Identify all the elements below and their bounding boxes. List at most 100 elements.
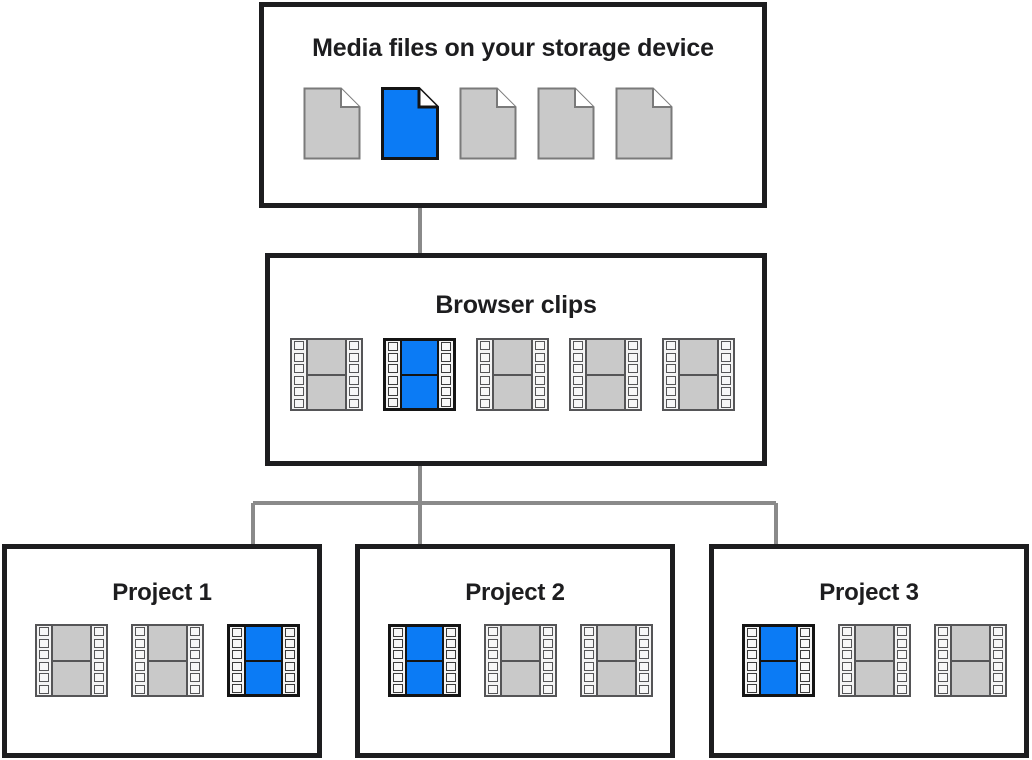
sprocket-hole xyxy=(388,397,398,407)
sprocket-hole xyxy=(349,364,359,374)
project-1-title: Project 1 xyxy=(112,579,212,606)
sprocket-hole xyxy=(285,639,295,649)
film-clip-icon[interactable] xyxy=(484,624,557,697)
sprocket-hole xyxy=(285,672,295,682)
sprocket-hole xyxy=(480,341,490,350)
film-clip-icon[interactable] xyxy=(569,338,642,411)
film-clip-icon[interactable] xyxy=(131,624,204,697)
sprocket-hole xyxy=(488,650,498,660)
sprocket-hole xyxy=(388,364,398,374)
sprocket-hole xyxy=(639,638,649,648)
film-clip-body xyxy=(678,340,719,409)
film-frame-top xyxy=(308,340,345,376)
film-sprockets xyxy=(391,627,405,694)
film-clip-icon[interactable] xyxy=(35,624,108,697)
sprocket-hole xyxy=(232,661,242,671)
film-clip-icon[interactable] xyxy=(934,624,1007,697)
sprocket-hole xyxy=(993,650,1003,660)
sprocket-hole xyxy=(480,352,490,362)
film-sprockets xyxy=(745,627,759,694)
film-clip-icon[interactable] xyxy=(290,338,363,411)
sprocket-hole xyxy=(488,684,498,694)
sprocket-hole xyxy=(639,627,649,636)
film-sprockets xyxy=(133,626,147,695)
film-frame-top xyxy=(53,626,90,662)
film-clip-toy1-icon[interactable] xyxy=(388,624,461,697)
sprocket-hole xyxy=(488,638,498,648)
sprocket-hole xyxy=(747,650,757,660)
sprocket-hole xyxy=(393,650,403,660)
document-file-icon[interactable] xyxy=(615,87,673,160)
film-clip-icon[interactable] xyxy=(580,624,653,697)
film-clip-icon[interactable] xyxy=(838,624,911,697)
document-file-icon[interactable] xyxy=(303,87,361,160)
sprocket-hole xyxy=(488,673,498,683)
sprocket-hole xyxy=(39,638,49,648)
sprocket-hole xyxy=(388,353,398,363)
sprocket-hole xyxy=(639,673,649,683)
sprocket-hole xyxy=(388,375,398,385)
film-clip-body xyxy=(147,626,188,695)
film-sprockets xyxy=(486,626,500,695)
film-frame-top xyxy=(598,626,635,662)
sprocket-hole xyxy=(441,386,451,396)
sprocket-hole xyxy=(349,398,359,408)
film-frame-bottom xyxy=(53,662,90,696)
film-clip-icon[interactable] xyxy=(662,338,735,411)
film-sprockets xyxy=(533,340,547,409)
project-3-clips-row xyxy=(742,624,1007,697)
film-clip-toy1-icon[interactable] xyxy=(742,624,815,697)
sprocket-hole xyxy=(135,661,145,671)
sprocket-hole xyxy=(349,387,359,397)
sprocket-hole xyxy=(446,639,456,649)
sprocket-hole xyxy=(441,353,451,363)
sprocket-hole xyxy=(628,352,638,362)
sprocket-hole xyxy=(294,375,304,385)
sprocket-hole xyxy=(94,627,104,636)
document-file-icon[interactable] xyxy=(459,87,517,160)
sprocket-hole xyxy=(666,352,676,362)
sprocket-hole xyxy=(938,650,948,660)
sprocket-hole xyxy=(285,683,295,693)
sprocket-hole xyxy=(294,398,304,408)
sprocket-hole xyxy=(232,639,242,649)
film-clip-toy1-icon[interactable] xyxy=(383,338,456,411)
document-file-toy1-icon[interactable] xyxy=(381,87,439,160)
sprocket-hole xyxy=(349,352,359,362)
film-clip-body xyxy=(585,340,626,409)
film-frame-bottom xyxy=(856,662,893,696)
sprocket-hole xyxy=(135,684,145,694)
film-clip-body xyxy=(244,627,283,694)
project-2-title: Project 2 xyxy=(465,579,565,606)
sprocket-hole xyxy=(446,628,456,637)
sprocket-hole xyxy=(94,673,104,683)
film-sprockets xyxy=(292,340,306,409)
project-2-clips-row xyxy=(388,624,653,697)
sprocket-hole xyxy=(938,638,948,648)
sprocket-hole xyxy=(573,375,583,385)
sprocket-hole xyxy=(285,661,295,671)
sprocket-hole xyxy=(800,683,810,693)
sprocket-hole xyxy=(543,684,553,694)
document-file-icon[interactable] xyxy=(537,87,595,160)
browser-clips-box: Browser clips xyxy=(265,253,767,466)
sprocket-hole xyxy=(628,375,638,385)
sprocket-hole xyxy=(584,650,594,660)
sprocket-hole xyxy=(628,364,638,374)
project-2-box: Project 2 xyxy=(355,544,675,758)
film-frame-top xyxy=(407,627,442,662)
film-clip-icon[interactable] xyxy=(476,338,549,411)
film-clip-toy1-icon[interactable] xyxy=(227,624,300,697)
film-clip-body xyxy=(854,626,895,695)
film-sprockets xyxy=(188,626,202,695)
sprocket-hole xyxy=(446,650,456,660)
sprocket-hole xyxy=(993,661,1003,671)
sprocket-hole xyxy=(393,628,403,637)
film-sprockets xyxy=(92,626,106,695)
sprocket-hole xyxy=(388,386,398,396)
sprocket-hole xyxy=(480,375,490,385)
film-clip-body xyxy=(759,627,798,694)
sprocket-hole xyxy=(480,398,490,408)
film-sprockets xyxy=(991,626,1005,695)
